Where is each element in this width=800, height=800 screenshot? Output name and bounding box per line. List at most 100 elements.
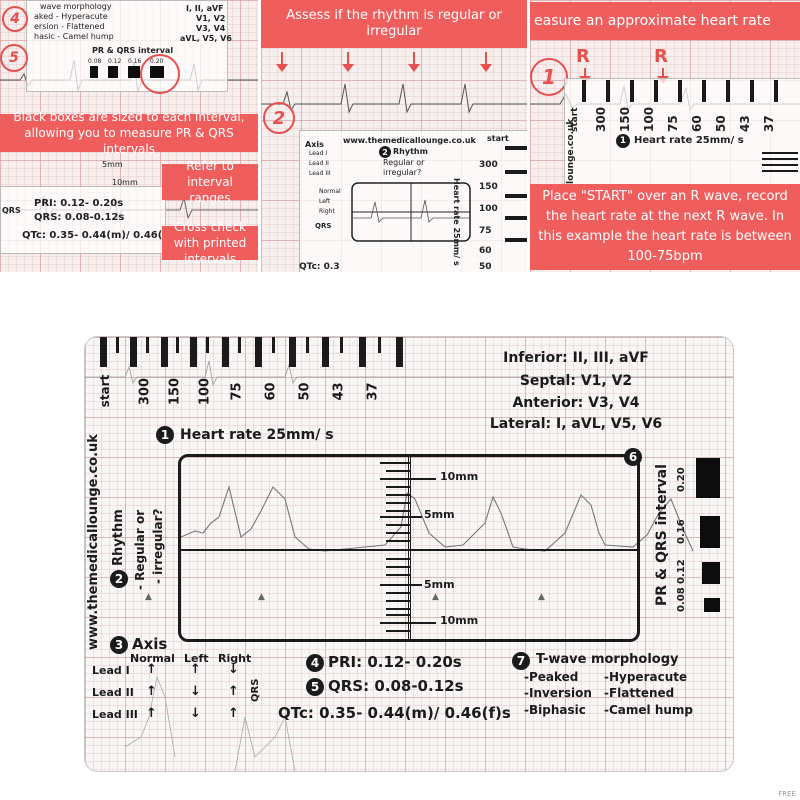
mm-tick-6 [386, 502, 410, 504]
marker-triangle-4: ▲ [538, 592, 545, 602]
qrs-step-number: 5 [306, 678, 324, 696]
p3-tick-5 [678, 80, 682, 102]
arrow-up-icon: ↑ [146, 706, 157, 721]
axis-title: Axis [132, 635, 168, 653]
mini-twave-2: ersion - Flattened [34, 22, 105, 31]
rate-tick-2 [161, 337, 168, 367]
ecg-ruler-card [84, 336, 734, 772]
mm-tick-11 [386, 540, 410, 542]
arrow-down-4 [480, 52, 492, 72]
scale-5mm-bottom: 5mm [424, 578, 455, 591]
mini-normal: Normal [319, 188, 341, 195]
interval-box-012 [702, 562, 720, 584]
mini-rtick-1 [505, 146, 527, 150]
rate-tick-7 [322, 337, 329, 367]
panel-interval-measure: wave morphology aked - Hyperacute ersion… [0, 0, 258, 272]
measurement-window [178, 454, 640, 642]
step-5-circle: 5 [0, 44, 28, 72]
mini-irregular: irregular? [383, 168, 422, 177]
axis-step-number: 3 [110, 636, 128, 654]
rate-label-60: 60 [263, 382, 279, 401]
mini-card-top [26, 0, 228, 92]
mini-rate-150: 150 [479, 182, 498, 192]
mm-tick-14 [386, 574, 410, 576]
window-centre-line-a [408, 457, 409, 639]
website-label: www.themedicallounge.co.uk [86, 434, 101, 650]
rate-minor-6 [272, 337, 275, 353]
arrow-down-1 [276, 52, 288, 72]
panel-heart-rate: easure an approximate heart rate 1 R R s… [530, 0, 800, 272]
rate-label-start: start [98, 374, 112, 408]
marker-triangle-2: ▲ [258, 592, 265, 602]
mini-lead3: Lead III [309, 170, 331, 177]
mini-rtick-4 [505, 216, 527, 220]
mini-left: Left [319, 198, 331, 205]
rate-minor-7 [306, 337, 309, 353]
p3-rate-75: 75 [666, 115, 680, 132]
mm-tick-2 [386, 470, 410, 472]
arrow-up-icon: ↑ [228, 706, 239, 721]
p3-tick-6 [702, 80, 706, 102]
rate-minor-5 [238, 337, 241, 353]
rate-label-100: 100 [197, 377, 213, 406]
mm-tick-20 [380, 622, 436, 624]
panel-rhythm: Assess if the rhythm is regular or irreg… [261, 0, 527, 272]
regular-label: - Regular or [133, 509, 147, 590]
mm-tick-19 [386, 614, 410, 616]
mini-twave-3: hasic - Camel hump [34, 32, 114, 41]
r-label-2: R [654, 46, 668, 67]
mini-card-rhythm [299, 130, 527, 272]
r-arrow-1 [579, 68, 591, 84]
arrow-up-icon: ↑ [146, 662, 157, 677]
mini-hr-label: Heart rate 25mm/ s [452, 178, 461, 266]
mini-rhythm: Rhythm [393, 147, 428, 156]
interval-box-020 [696, 458, 720, 498]
interval-label-016: 0.16 [676, 519, 687, 544]
r-label-1: R [576, 46, 590, 67]
mini-twave-title: wave morphology [40, 2, 112, 11]
p3-mm-3 [762, 164, 798, 166]
p3-mm-4 [762, 170, 798, 172]
mini-axis: Axis [305, 140, 324, 149]
twave-biphasic: -Biphasic [524, 703, 586, 717]
mini-leads-3: V3, V4 [196, 24, 226, 33]
banner-refer-ranges: Refer to interval ranges [162, 159, 258, 205]
window-step-number: 6 [624, 448, 642, 466]
rate-tick-6 [289, 337, 296, 367]
leads-lateral: Lateral: I, aVL, V5, V6 [489, 416, 663, 432]
window-centre-line-b [410, 457, 411, 639]
mini-start: start [487, 134, 509, 143]
p3-website: lounge.co.uk [566, 118, 576, 184]
mini-qtc-partial: QTc: 0.3 [299, 262, 340, 272]
mini-rtick-2 [505, 170, 527, 174]
mini-twave-1: aked - Hyperacute [34, 12, 108, 21]
mm-tick-8 [380, 516, 422, 518]
interval-box-008 [704, 598, 720, 612]
rate-tick-3 [190, 337, 197, 367]
marker-triangle-3: ▲ [432, 592, 439, 602]
mini-card-hr [564, 78, 800, 190]
arrow-down-3 [408, 52, 420, 72]
arrow-up-icon: ↑ [146, 684, 157, 699]
p3-tick-7 [726, 80, 730, 102]
mm-tick-9 [386, 524, 410, 526]
pri-range: PRI: 0.12- 0.20s [328, 653, 462, 671]
pri-step-number: 4 [306, 654, 324, 672]
mini-rate-60: 60 [479, 246, 492, 256]
interval-title: PR & QRS interval [654, 464, 670, 606]
mini-rate-75: 75 [479, 226, 492, 236]
interval-label-012: 0.12 [676, 559, 687, 584]
mini-window [351, 182, 471, 242]
mm-tick-1 [380, 462, 410, 464]
step-4-circle: 4 [2, 6, 28, 32]
rate-label-75: 75 [229, 382, 245, 401]
p3-mm-2 [762, 158, 798, 160]
rate-tick-9 [396, 337, 403, 367]
mini-5mm: 5mm [102, 160, 123, 169]
highlight-circle [140, 54, 180, 94]
banner-black-boxes: Black boxes are sized to each interval, … [0, 110, 258, 156]
rate-minor-4 [206, 337, 209, 353]
mini-rhythm-num: 2 [379, 146, 391, 158]
rate-minor-9 [378, 337, 381, 353]
axis-left: Left [184, 652, 209, 665]
